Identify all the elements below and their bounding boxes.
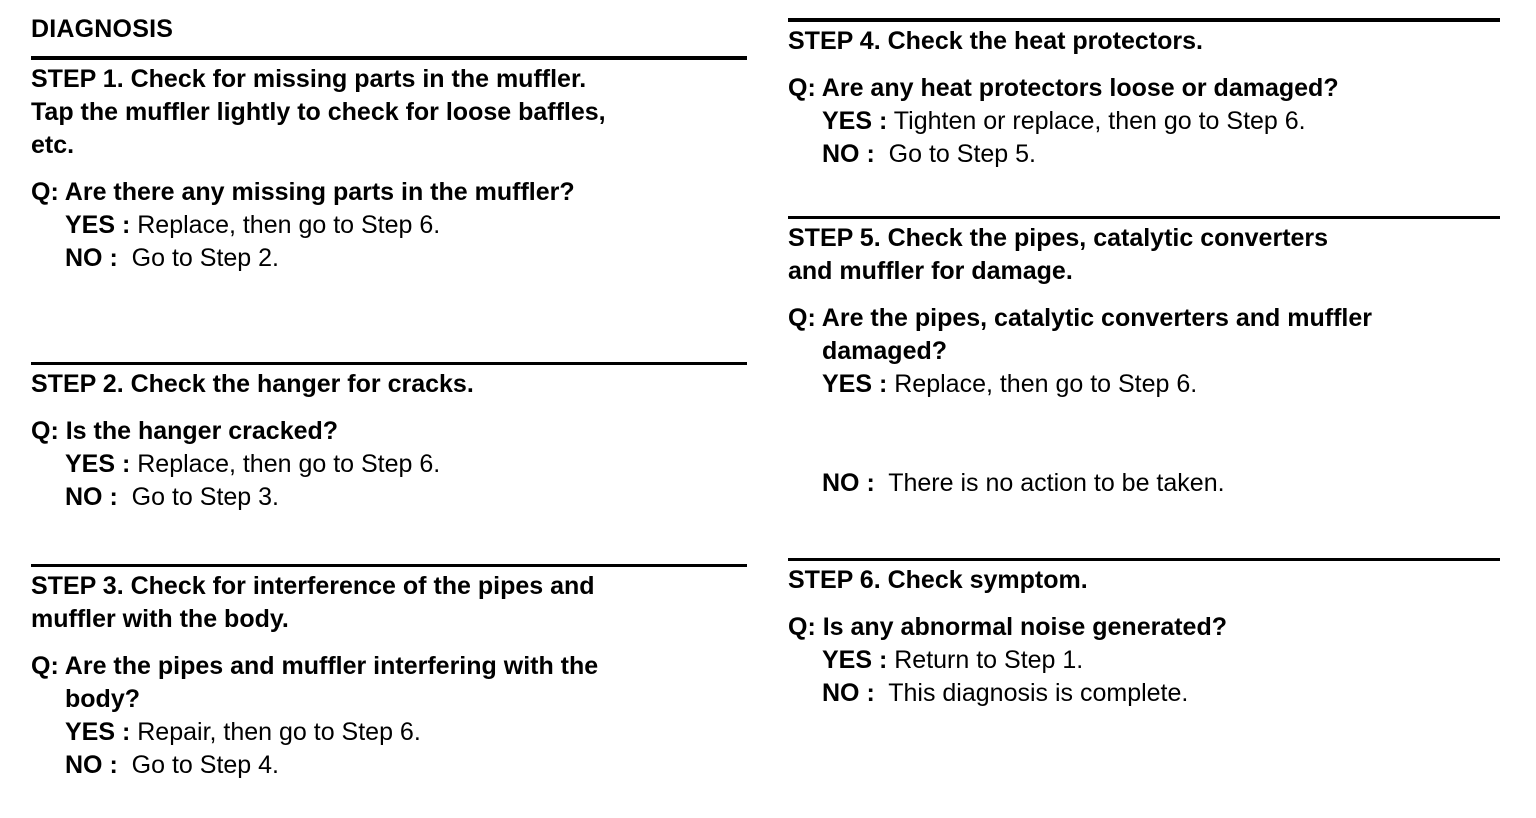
answer-text-yes: Repair, then go to Step 6.	[130, 718, 421, 746]
left-column: DIAGNOSIS STEP 1. Check for missing part…	[31, 0, 747, 818]
step-block-2: STEP 2. Check the hanger for cracks. Q: …	[31, 362, 747, 514]
answer-no: NO : Go to Step 3.	[31, 481, 747, 514]
step-heading-line: STEP 1. Check for missing parts in the m…	[31, 65, 587, 93]
question-line: Q: Are any heat protectors loose or dama…	[788, 74, 1339, 102]
step-heading-5: STEP 5. Check the pipes, catalytic conve…	[788, 222, 1500, 288]
step-heading-line: and muffler for damage.	[788, 257, 1073, 285]
qa-block-6: Q: Is any abnormal noise generated? YES …	[788, 611, 1500, 710]
answer-no: NO : This diagnosis is complete.	[788, 677, 1500, 710]
answer-label-no: NO :	[822, 140, 875, 168]
answer-label-yes: YES :	[65, 450, 131, 478]
step-heading-6: STEP 6. Check symptom.	[788, 564, 1500, 597]
answer-no: NO : Go to Step 5.	[788, 138, 1500, 171]
answer-text-no: This diagnosis is complete.	[874, 679, 1189, 707]
answer-no: NO : Go to Step 4.	[31, 749, 747, 782]
answer-label-yes: YES :	[65, 718, 131, 746]
step-heading-line: etc.	[31, 131, 75, 159]
answer-yes: YES : Return to Step 1.	[788, 644, 1500, 677]
step-heading-2: STEP 2. Check the hanger for cracks.	[31, 368, 747, 401]
step-heading-line: STEP 5. Check the pipes, catalytic conve…	[788, 224, 1329, 252]
qa-block-3: Q: Are the pipes and muffler interfering…	[31, 650, 747, 782]
answer-text-no: Go to Step 4.	[117, 751, 279, 779]
step-heading-3: STEP 3. Check for interference of the pi…	[31, 570, 747, 636]
answer-no: NO : Go to Step 2.	[31, 242, 747, 275]
question-line-continued: body?	[65, 685, 140, 713]
question-line-continued: damaged?	[822, 337, 948, 365]
question-line: Q: Are the pipes, catalytic converters a…	[788, 304, 1372, 332]
answer-label-no: NO :	[65, 244, 118, 272]
answer-text-no: Go to Step 5.	[874, 140, 1036, 168]
qa-block-1: Q: Are there any missing parts in the mu…	[31, 176, 747, 275]
right-column: STEP 4. Check the heat protectors. Q: Ar…	[788, 0, 1500, 818]
answer-label-yes: YES :	[822, 370, 888, 398]
answer-yes: YES : Replace, then go to Step 6.	[788, 368, 1500, 401]
qa-block-4: Q: Are any heat protectors loose or dama…	[788, 72, 1500, 171]
step-block-1: STEP 1. Check for missing parts in the m…	[31, 56, 747, 275]
step-block-4: STEP 4. Check the heat protectors. Q: Ar…	[788, 18, 1500, 171]
page-title: DIAGNOSIS	[31, 15, 174, 43]
document-title-block: DIAGNOSIS	[31, 14, 747, 44]
answer-label-no: NO :	[822, 469, 875, 497]
step-heading-4: STEP 4. Check the heat protectors.	[788, 25, 1500, 58]
answer-no: NO : There is no action to be taken.	[788, 467, 1500, 500]
step-heading-line: STEP 2. Check the hanger for cracks.	[31, 370, 474, 398]
answer-label-no: NO :	[65, 483, 118, 511]
answer-label-yes: YES :	[65, 211, 131, 239]
answer-text-no: There is no action to be taken.	[874, 469, 1225, 497]
blank-spacer	[788, 401, 1500, 467]
answer-text-no: Go to Step 2.	[117, 244, 279, 272]
question-line: Q: Is any abnormal noise generated?	[788, 613, 1228, 641]
answer-label-no: NO :	[65, 751, 118, 779]
answer-label-no: NO :	[822, 679, 875, 707]
step-heading-line: muffler with the body.	[31, 605, 289, 633]
qa-block-2: Q: Is the hanger cracked? YES : Replace,…	[31, 415, 747, 514]
answer-yes: YES : Tighten or replace, then go to Ste…	[788, 105, 1500, 138]
step-block-3: STEP 3. Check for interference of the pi…	[31, 564, 747, 782]
answer-label-yes: YES :	[822, 646, 888, 674]
section-divider	[788, 18, 1500, 22]
step-heading-line: Tap the muffler lightly to check for loo…	[31, 98, 606, 126]
step-block-6: STEP 6. Check symptom. Q: Is any abnorma…	[788, 558, 1500, 710]
question-line: Q: Are there any missing parts in the mu…	[31, 178, 575, 206]
step-block-5: STEP 5. Check the pipes, catalytic conve…	[788, 216, 1500, 500]
section-divider	[31, 362, 747, 365]
answer-text-yes: Replace, then go to Step 6.	[887, 370, 1198, 398]
step-heading-line: STEP 3. Check for interference of the pi…	[31, 572, 595, 600]
question-line: Q: Are the pipes and muffler interfering…	[31, 652, 599, 680]
answer-yes: YES : Replace, then go to Step 6.	[31, 209, 747, 242]
answer-text-yes: Replace, then go to Step 6.	[130, 450, 441, 478]
answer-text-yes: Return to Step 1.	[887, 646, 1084, 674]
step-heading-line: STEP 6. Check symptom.	[788, 566, 1088, 594]
answer-yes: YES : Repair, then go to Step 6.	[31, 716, 747, 749]
step-heading-1: STEP 1. Check for missing parts in the m…	[31, 63, 747, 162]
question-line: Q: Is the hanger cracked?	[31, 417, 339, 445]
step-heading-line: STEP 4. Check the heat protectors.	[788, 27, 1203, 55]
section-divider	[788, 558, 1500, 561]
qa-block-5: Q: Are the pipes, catalytic converters a…	[788, 302, 1500, 500]
answer-label-yes: YES :	[822, 107, 888, 135]
section-divider	[31, 564, 747, 567]
answer-text-yes: Tighten or replace, then go to Step 6.	[887, 107, 1306, 135]
answer-text-yes: Replace, then go to Step 6.	[130, 211, 441, 239]
section-divider	[31, 56, 747, 60]
answer-text-no: Go to Step 3.	[117, 483, 279, 511]
answer-yes: YES : Replace, then go to Step 6.	[31, 448, 747, 481]
section-divider	[788, 216, 1500, 219]
